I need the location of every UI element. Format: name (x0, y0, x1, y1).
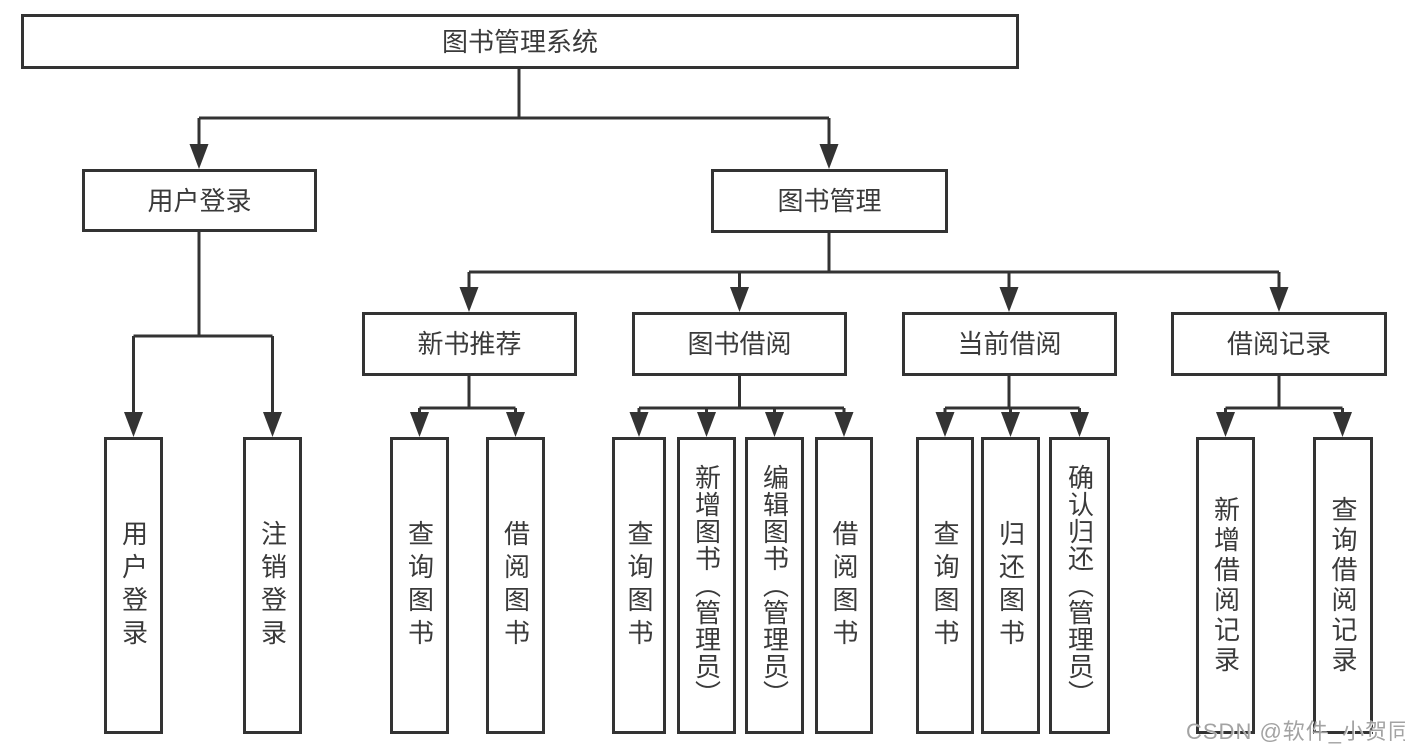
csdn-watermark: CSDN @软件_小贺同学 (1186, 719, 1405, 744)
arrowheads-level3 (459, 287, 1289, 312)
connector-records-leaves (1224, 376, 1344, 414)
connector-borrow-leaves (637, 376, 846, 414)
leaf-records-add-record-label: 新增借阅记录 (1210, 495, 1241, 676)
leaf-logout-label: 注销登录 (257, 519, 288, 652)
leaf-newrec-borrow-book: 借阅图书 (486, 437, 545, 734)
leaf-records-query-record: 查询借阅记录 (1313, 437, 1373, 734)
leaf-newrec-query-book: 查询图书 (390, 437, 449, 734)
leaf-borrow-edit-book-admin: 编辑图书（管理员） (745, 437, 804, 734)
leaf-borrow-query-book: 查询图书 (612, 437, 666, 734)
connector-current-leaves (943, 376, 1081, 414)
node-current-borrow-label: 当前借阅 (957, 329, 1062, 359)
leaf-user-login: 用户登录 (104, 437, 163, 734)
node-user-login-label: 用户登录 (147, 185, 252, 216)
node-borrow-records: 借阅记录 (1171, 312, 1387, 376)
node-new-book-recommend: 新书推荐 (362, 312, 577, 376)
node-root-label: 图书管理系统 (441, 26, 598, 57)
node-book-borrow: 图书借阅 (632, 312, 847, 376)
connector-bookmgmt-to-level3 (467, 233, 1281, 289)
node-current-borrow: 当前借阅 (902, 312, 1117, 376)
leaf-borrow-borrow-book-label: 借阅图书 (829, 519, 859, 652)
node-borrow-records-label: 借阅记录 (1226, 329, 1331, 359)
leaf-borrow-query-book-label: 查询图书 (624, 519, 654, 652)
leaf-logout: 注销登录 (243, 437, 302, 734)
leaf-borrow-add-book-admin: 新增图书（管理员） (677, 437, 736, 734)
connector-root-to-level2 (197, 69, 831, 146)
node-book-management-label: 图书管理 (777, 186, 882, 216)
leaf-borrow-add-book-admin-label: 新增图书（管理员） (691, 464, 722, 707)
leaf-current-query-book-label: 查询图书 (930, 519, 960, 652)
leaf-current-confirm-return-admin: 确认归还（管理员） (1049, 437, 1110, 734)
leaf-user-login-label: 用户登录 (118, 519, 149, 652)
connector-userlogin-leaves (132, 231, 274, 414)
leaf-newrec-borrow-book-label: 借阅图书 (500, 519, 531, 652)
arrowheads-level2 (189, 144, 839, 169)
leaf-current-query-book: 查询图书 (916, 437, 974, 734)
node-book-borrow-label: 图书借阅 (687, 329, 792, 359)
connector-newrec-leaves (418, 376, 517, 414)
node-root: 图书管理系统 (21, 14, 1019, 69)
leaf-borrow-edit-book-admin-label: 编辑图书（管理员） (759, 464, 790, 707)
node-new-book-recommend-label: 新书推荐 (417, 329, 522, 359)
node-book-management: 图书管理 (711, 169, 948, 233)
leaf-current-return-book-label: 归还图书 (995, 519, 1026, 652)
arrowheads-level4 (124, 412, 1352, 437)
leaf-current-confirm-return-admin-label: 确认归还（管理员） (1064, 464, 1095, 707)
leaf-records-query-record-label: 查询借阅记录 (1328, 495, 1358, 676)
leaf-borrow-borrow-book: 借阅图书 (815, 437, 873, 734)
leaf-newrec-query-book-label: 查询图书 (404, 519, 435, 652)
leaf-current-return-book: 归还图书 (981, 437, 1040, 734)
node-user-login: 用户登录 (82, 169, 317, 232)
leaf-records-add-record: 新增借阅记录 (1196, 437, 1255, 734)
